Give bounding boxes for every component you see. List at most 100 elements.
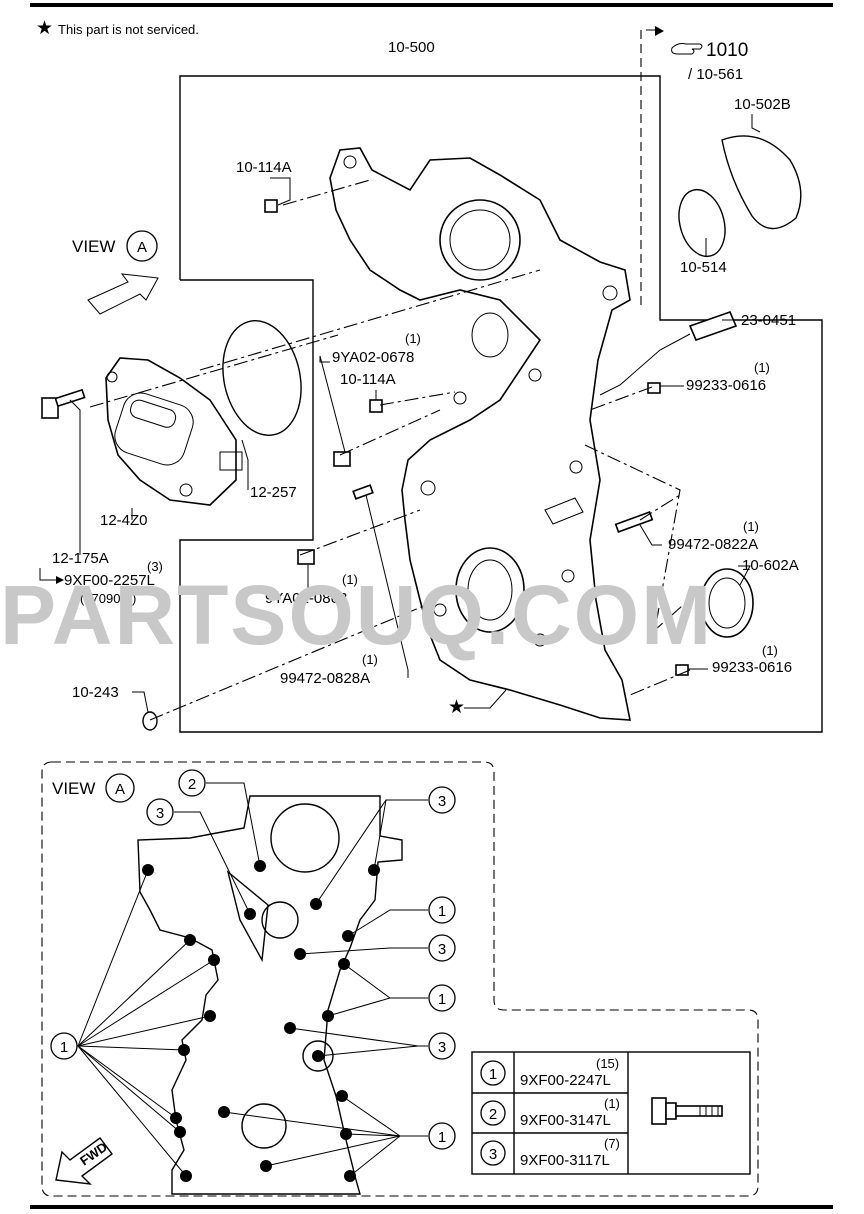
label-10-514[interactable]: 10-514	[680, 259, 727, 276]
callout-1[interactable]: 1	[428, 896, 456, 924]
ring-10-243	[142, 711, 158, 731]
qty-99233-0616-top: (1)	[754, 360, 770, 375]
label-9XF00-2257L[interactable]: 9XF00-2257L	[64, 572, 155, 589]
cover-12-4Z0	[105, 357, 243, 506]
arrow-12-175A	[39, 568, 58, 581]
callout-3[interactable]: 3	[428, 1032, 456, 1060]
view-arrow-icon	[87, 273, 159, 315]
bolt-9YA02-0678	[333, 451, 351, 467]
view-a-top-text: VIEW	[72, 237, 115, 256]
bottom-rule	[30, 1205, 833, 1209]
callout-1-text: 1	[60, 1039, 68, 1056]
gasket-10-502B	[721, 135, 802, 230]
view-a-frame	[41, 761, 759, 1197]
callout-3[interactable]: 3	[428, 786, 456, 814]
legend-row-1-qty: (15)	[596, 1056, 619, 1071]
label-99233-0616-bot[interactable]: 99233-0616	[712, 659, 792, 676]
view-a-top-circle	[126, 230, 158, 262]
view-a-bottom-circle	[105, 773, 135, 803]
legend-row-1-num: 1	[489, 1066, 497, 1083]
top-rule	[30, 3, 833, 7]
legend-row-3: 3 (7) 9XF00-3117L	[480, 1136, 620, 1169]
label-99233-0616-top[interactable]: 99233-0616	[686, 377, 766, 394]
label-10-243[interactable]: 10-243	[72, 684, 119, 701]
label-ref-10-561[interactable]: / 10-561	[688, 66, 743, 83]
flange-bolt-icon	[651, 1097, 723, 1125]
bolt-location-dots	[142, 860, 380, 1182]
label-12-175A[interactable]: 12-175A	[52, 550, 109, 567]
qty-99233-0616-bot: (1)	[762, 643, 778, 658]
view-a-top-letter: A	[137, 239, 147, 256]
legend-row-1: 1 (15) 9XF00-2247L	[480, 1056, 619, 1089]
fwd-arrow-icon: FWD	[55, 1137, 113, 1185]
callout-3[interactable]: 3	[146, 798, 174, 826]
stud-99472-0822A	[614, 511, 654, 533]
bolt-9YA02-0863	[297, 549, 315, 565]
label-10-114A-mid[interactable]: 10-114A	[340, 371, 396, 388]
plug-99233-0616-bot	[675, 664, 689, 676]
label-ref-1010[interactable]: 1010	[706, 40, 748, 61]
label-99472-0822A[interactable]: 99472-0822A	[668, 536, 758, 553]
stud-99472-0828A	[352, 484, 374, 500]
callout-2-text: 2	[188, 776, 196, 793]
watermark: PARTSOUQ.COM	[0, 568, 713, 662]
label-10-502B[interactable]: 10-502B	[734, 96, 791, 113]
label-9YA02-0863[interactable]: 9YA02-0863	[265, 590, 347, 607]
callout-1[interactable]: 1	[50, 1032, 78, 1060]
date-9XF00-2257L: (170904-)	[80, 591, 136, 606]
ref-link-arrowhead	[655, 26, 664, 36]
legend-row-2-qty: (1)	[604, 1096, 620, 1111]
legend-row-3-num: 3	[489, 1146, 497, 1163]
callout-3-text: 3	[156, 805, 164, 822]
view-a-bottom-text: VIEW	[52, 779, 95, 798]
callout-3-text: 3	[438, 793, 446, 810]
star-marker: ★	[448, 697, 465, 718]
label-9YA02-0678[interactable]: 9YA02-0678	[332, 349, 414, 366]
legend-row-1-part[interactable]: 9XF00-2247L	[520, 1072, 611, 1089]
legend-row-3-qty: (7)	[604, 1136, 620, 1151]
qty-9XF00-2257L: (3)	[147, 559, 163, 574]
oil-seal-inner	[708, 577, 746, 629]
qty-9YA02-0863: (1)	[342, 572, 358, 587]
callout-leaders	[77, 782, 428, 1177]
legend-row-3-part[interactable]: 9XF00-3117L	[520, 1152, 610, 1169]
qty-99472-0828A: (1)	[362, 652, 378, 667]
callout-3-text: 3	[438, 1039, 446, 1056]
dowel-10-114A-top	[264, 199, 278, 213]
bolt-legend-table: 1 (15) 9XF00-2247L 2 (1) 9XF00-3147L 3 (…	[471, 1051, 751, 1175]
gasket-12-257	[222, 320, 302, 436]
sensor-23-0451	[599, 310, 738, 396]
o-ring-10-514	[678, 188, 726, 258]
leader-lines	[69, 114, 761, 713]
arrow-12-175A-head	[56, 576, 64, 584]
callout-1-text: 1	[438, 991, 446, 1008]
label-99472-0828A[interactable]: 99472-0828A	[280, 670, 370, 687]
view-a-cover-outline	[137, 795, 403, 1195]
label-10-500[interactable]: 10-500	[388, 39, 435, 56]
callout-1-text: 1	[438, 1129, 446, 1146]
label-10-602A[interactable]: 10-602A	[742, 557, 799, 574]
legend-row-2-part[interactable]: 9XF00-3147L	[520, 1112, 611, 1129]
callout-1[interactable]: 1	[428, 1122, 456, 1150]
callout-1[interactable]: 1	[428, 984, 456, 1012]
timing-cover	[329, 147, 631, 721]
legend-row-2: 2 (1) 9XF00-3147L	[480, 1096, 620, 1129]
label-12-257[interactable]: 12-257	[250, 484, 297, 501]
callout-2[interactable]: 2	[178, 769, 206, 797]
ref-link-dashed	[640, 29, 655, 305]
callout-3[interactable]: 3	[428, 934, 456, 962]
label-23-0451[interactable]: 23-0451	[741, 312, 796, 329]
label-12-4Z0[interactable]: 12-4Z0	[100, 512, 148, 529]
view-a-bottom-letter: A	[115, 781, 125, 798]
qty-9YA02-0678: (1)	[405, 331, 421, 346]
dowel-10-114A-mid	[369, 399, 383, 413]
assembly-centerlines	[89, 179, 701, 721]
label-10-114A-top[interactable]: 10-114A	[236, 159, 292, 176]
hand-pointer-icon	[671, 43, 703, 55]
assembly-frame	[179, 75, 823, 733]
note-text: This part is not serviced.	[58, 22, 199, 37]
callout-1-text: 1	[438, 903, 446, 920]
legend-row-2-num: 2	[489, 1106, 497, 1123]
note-star: ★	[36, 18, 53, 39]
